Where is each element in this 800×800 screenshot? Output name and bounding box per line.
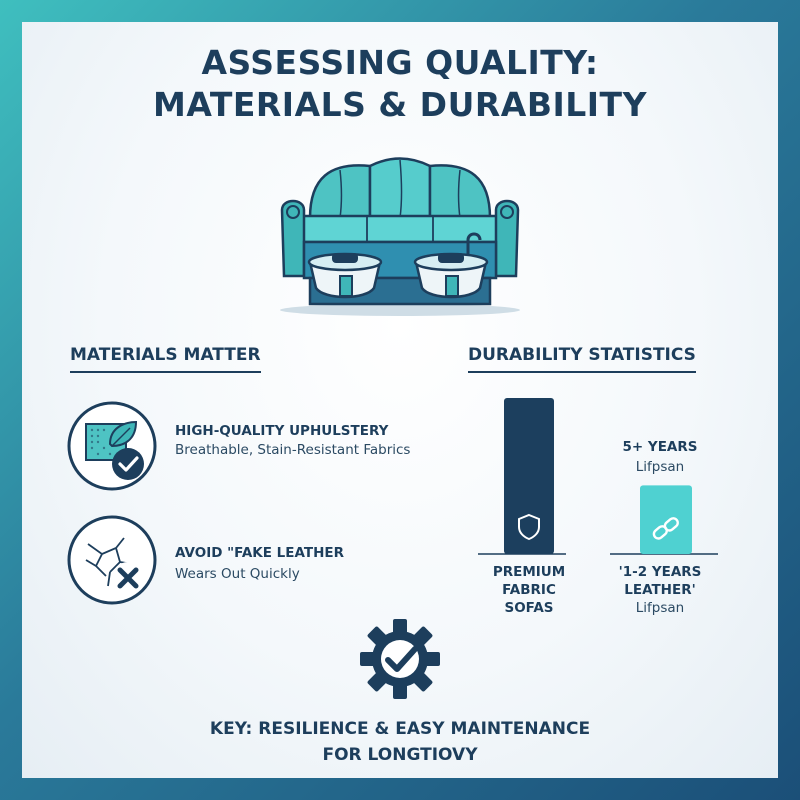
title-line-2: MATERIALS & DURABILITY <box>153 85 647 124</box>
bar-1-label-line: SOFAS <box>504 600 554 616</box>
materials-item-2-subtitle: Wears Out Quickly <box>175 566 300 582</box>
materials-item-1-subtitle: Breathable, Stain-Resistant Fabrics <box>175 442 411 458</box>
page-title: ASSESSING QUALITY: MATERIALS & DURABILIT… <box>0 42 800 126</box>
bar-1-label: PREMIUM FABRIC SOFAS <box>484 563 574 617</box>
cracked-leather-x-icon <box>67 515 157 605</box>
sofa-with-footbath-icon <box>280 157 520 316</box>
key-takeaway: KEY: RESILIENCE & EASY MAINTENANCE FOR L… <box>0 716 800 768</box>
bar-2-label-line: LEATHER' <box>624 582 696 598</box>
bar-premium-fabric <box>504 398 554 554</box>
footer-line-2: FOR LONGTIOVY <box>322 745 478 765</box>
durability-heading: DURABILITY STATISTICS <box>468 345 696 373</box>
bar-2-label: '1-2 YEARS LEATHER' <box>600 563 720 599</box>
link-icon <box>652 517 679 540</box>
fabric-leaf-check-icon <box>67 401 157 491</box>
bar-1-label-line: PREMIUM <box>492 564 566 580</box>
durability-bars <box>478 398 718 555</box>
bar-2-value-sub: Lifpsan <box>635 459 685 475</box>
bar-2-label-line: '1-2 YEARS <box>618 564 702 580</box>
bar-1-label-line: FABRIC <box>502 582 556 598</box>
materials-heading: MATERIALS MATTER <box>70 345 261 373</box>
bar-leather <box>640 485 692 554</box>
title-line-1: ASSESSING QUALITY: <box>201 43 599 82</box>
bar-2-value-text: 5+ YEARS <box>622 439 698 455</box>
footer-line-1: KEY: RESILIENCE & EASY MAINTENANCE <box>209 719 591 739</box>
bar-2-value: 5+ YEARS <box>600 437 720 457</box>
materials-item-2-title: AVOID "FAKE LEATHER <box>175 545 345 561</box>
gear-check-icon <box>360 619 440 699</box>
shield-icon <box>518 513 540 541</box>
bar-2-label-sub: Lifpsan <box>635 600 685 616</box>
materials-item-1-title: HIGH-QUALITY UPHULSTERY <box>175 423 389 439</box>
